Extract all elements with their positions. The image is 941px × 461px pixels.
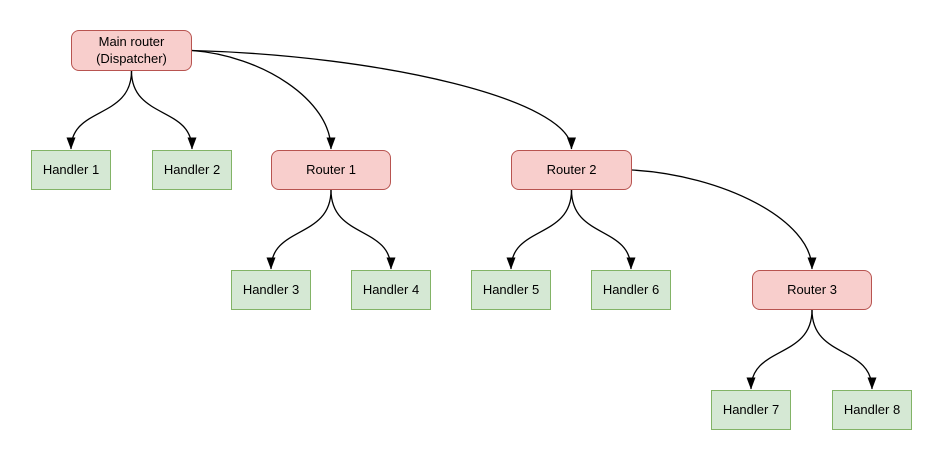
edge-router-2-to-handler-6: [570, 189, 636, 270]
node-handler-5: Handler 5: [471, 270, 551, 310]
node-router-2: Router 2: [511, 150, 632, 190]
node-main-router: Main router (Dispatcher): [71, 30, 192, 71]
node-router-1: Router 1: [271, 150, 391, 190]
edge-main-router-to-handler-2: [130, 70, 197, 150]
node-handler-8: Handler 8: [832, 390, 912, 430]
node-handler-7: Handler 7: [711, 390, 791, 430]
edge-main-router-to-router-2: [191, 49, 576, 150]
edge-router-3-to-handler-8: [811, 309, 877, 390]
node-handler-1: Handler 1: [31, 150, 111, 190]
edge-router-2-to-handler-5: [506, 189, 573, 270]
edge-router-3-to-handler-7: [746, 309, 813, 390]
node-handler-6: Handler 6: [591, 270, 671, 310]
node-handler-3: Handler 3: [231, 270, 311, 310]
node-handler-4: Handler 4: [351, 270, 431, 310]
edge-router-1-to-handler-3: [266, 189, 332, 270]
node-router-3: Router 3: [752, 270, 872, 310]
edge-router-2-to-router-3: [631, 169, 817, 270]
edge-main-router-to-handler-1: [66, 70, 133, 150]
node-handler-2: Handler 2: [152, 150, 232, 190]
edge-main-router-to-router-1: [191, 49, 336, 150]
edge-router-1-to-handler-4: [330, 189, 396, 270]
